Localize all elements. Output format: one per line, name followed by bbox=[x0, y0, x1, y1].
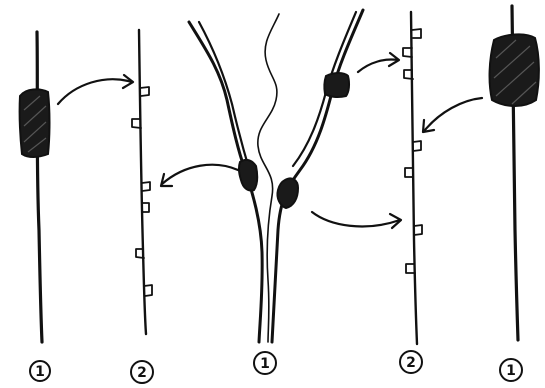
stub-r2 bbox=[402, 47, 413, 58]
left-stem-group bbox=[131, 28, 153, 336]
arrow-cr-head bbox=[388, 212, 403, 230]
center-knot-right bbox=[276, 177, 300, 210]
arrow-upper-to-right-stem bbox=[356, 51, 401, 74]
arrow-left-head bbox=[121, 73, 135, 90]
arrow-right-shaft bbox=[423, 96, 484, 132]
label-text-right-rod: 1 bbox=[506, 363, 516, 379]
label-circle-1a bbox=[29, 360, 51, 382]
label-left-stem: 2 bbox=[130, 360, 154, 384]
stub-r5 bbox=[404, 167, 414, 178]
stub-l2 bbox=[131, 118, 142, 129]
right-stem-group bbox=[402, 10, 423, 346]
label-center-fibers: 1 bbox=[253, 351, 277, 375]
arrow-right-head bbox=[421, 118, 436, 134]
label-circle-2b bbox=[399, 350, 423, 374]
center-fiber-group bbox=[187, 8, 365, 344]
left-stem bbox=[137, 28, 148, 336]
left-rod bbox=[35, 30, 44, 344]
left-rod-group bbox=[18, 30, 51, 344]
center-fiber-right bbox=[270, 8, 365, 344]
right-stem bbox=[409, 10, 419, 346]
label-circle-2a bbox=[130, 360, 154, 384]
stub-r4 bbox=[412, 140, 422, 152]
stub-l6 bbox=[143, 284, 153, 297]
center-fiber-thin bbox=[257, 13, 280, 343]
label-text-right-stem: 2 bbox=[406, 355, 416, 371]
arrow-right-to-stem bbox=[421, 96, 484, 134]
label-circle-1c bbox=[499, 358, 523, 382]
left-rod-mass bbox=[18, 88, 51, 158]
label-circle-1b bbox=[253, 351, 277, 375]
label-right-rod: 1 bbox=[499, 358, 523, 382]
arrow-left-shaft bbox=[56, 78, 134, 106]
stub-l5 bbox=[135, 248, 145, 259]
arrow-cl-head bbox=[159, 172, 174, 188]
center-fiber-left-inner bbox=[197, 20, 252, 174]
arrow-cl-shaft bbox=[160, 163, 240, 186]
arrow-left-to-stem bbox=[56, 73, 135, 106]
label-text-center: 1 bbox=[260, 356, 270, 372]
stub-r1 bbox=[411, 28, 422, 39]
right-rod-group bbox=[488, 4, 540, 342]
arrow-center-to-right-stem bbox=[310, 210, 403, 230]
stub-r6 bbox=[413, 224, 423, 236]
center-knot-left bbox=[237, 158, 259, 192]
stub-r7 bbox=[405, 263, 416, 274]
label-text-left-stem: 2 bbox=[137, 365, 147, 381]
stub-l1 bbox=[139, 86, 150, 97]
stub-l3 bbox=[141, 181, 151, 192]
arrow-ur-head bbox=[387, 51, 401, 68]
label-left-rod: 1 bbox=[29, 360, 51, 382]
left-mass-hatching bbox=[23, 95, 47, 153]
right-mass-hatching bbox=[493, 39, 537, 105]
stub-l4 bbox=[141, 202, 150, 213]
label-right-stem: 2 bbox=[399, 350, 423, 374]
center-knot-upper bbox=[323, 72, 351, 99]
arrow-ur-shaft bbox=[356, 58, 400, 74]
arrow-center-to-left-stem bbox=[159, 163, 240, 188]
stub-r3 bbox=[403, 69, 414, 80]
arrow-cr-shaft bbox=[310, 210, 402, 228]
label-text-left-rod: 1 bbox=[35, 364, 45, 380]
